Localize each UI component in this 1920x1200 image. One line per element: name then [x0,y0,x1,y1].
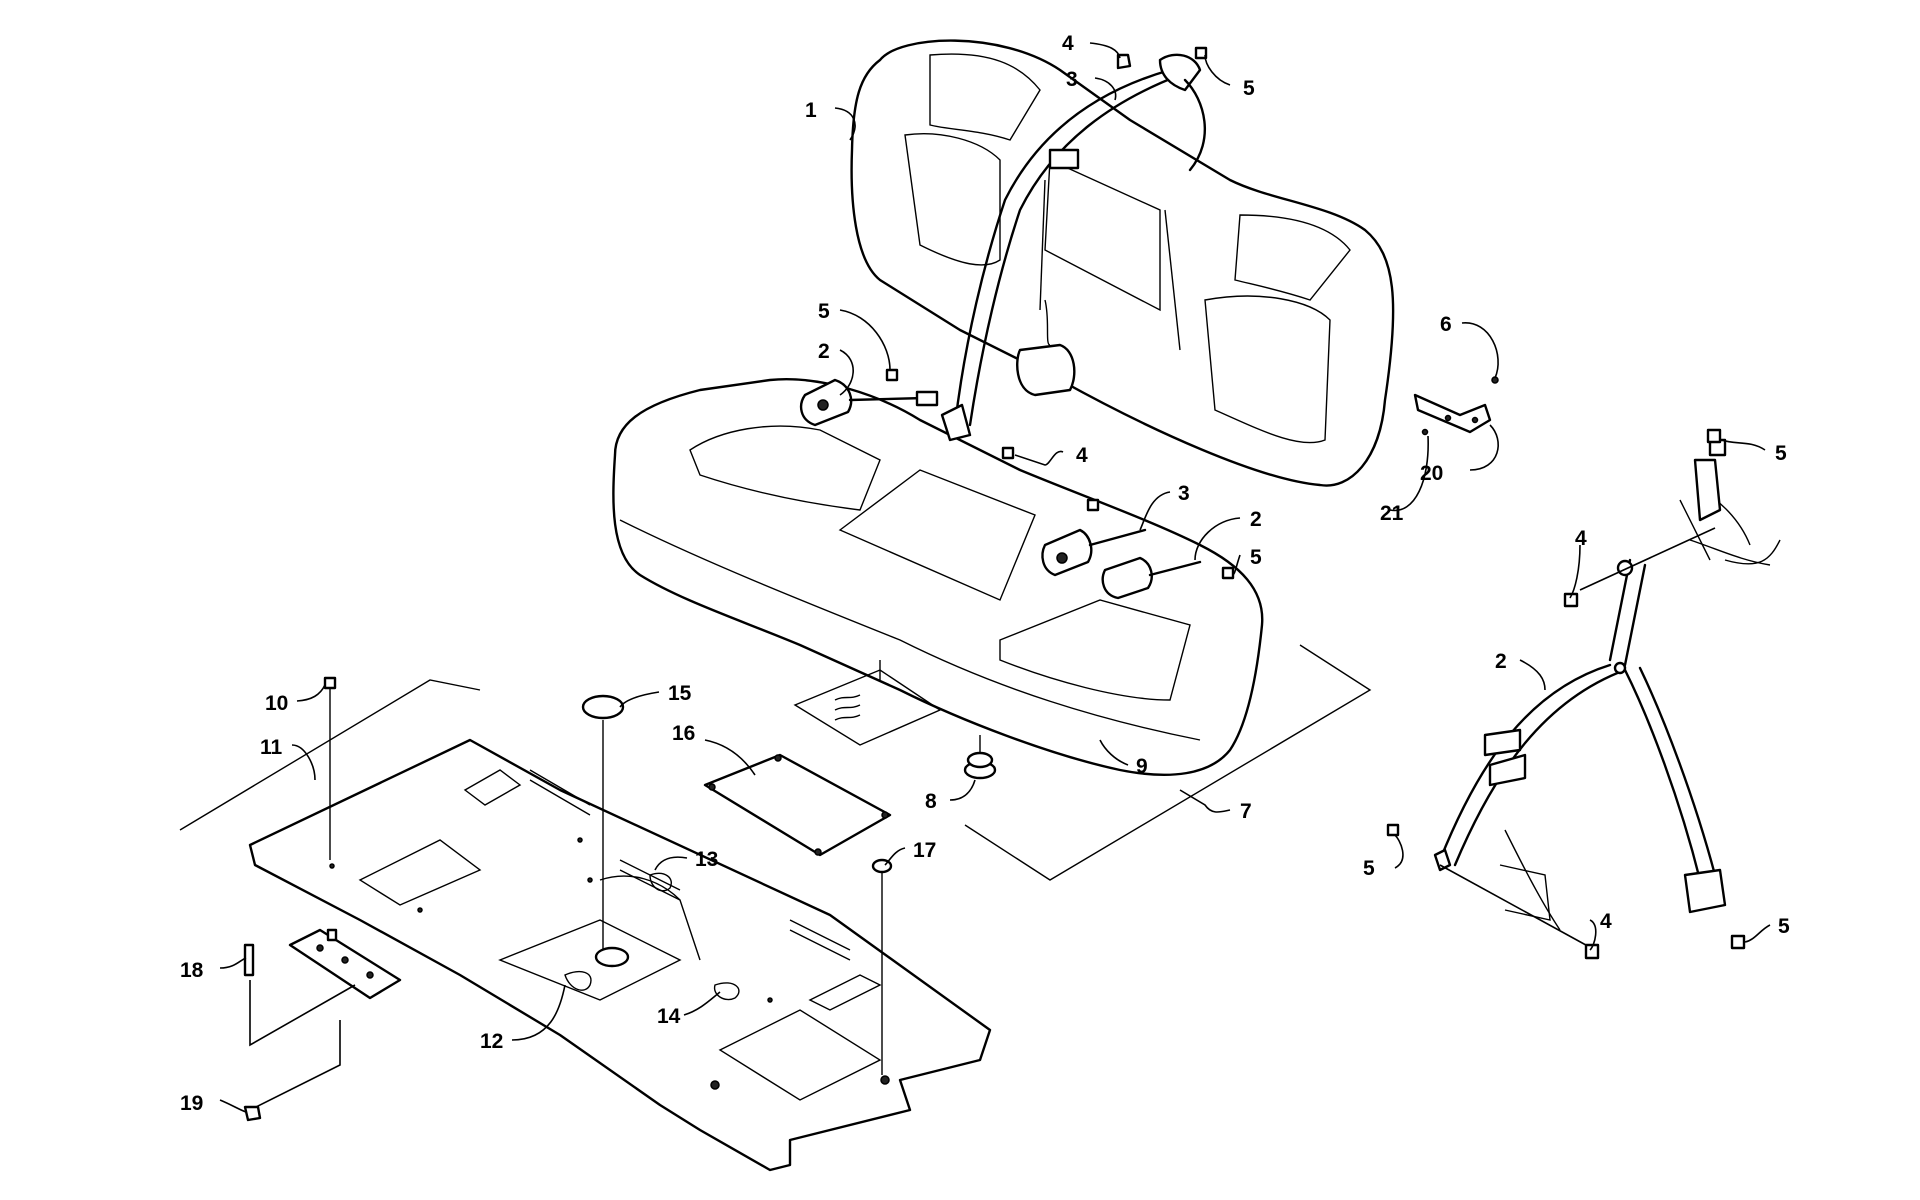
floor-pan [179,679,992,1172]
grommet [963,735,997,780]
callout-12: 12 [480,1030,503,1053]
callout-2-left: 2 [818,340,830,363]
callout-19: 19 [180,1092,203,1115]
callout-5-detail-left: 5 [1363,857,1375,880]
callout-3-top: 3 [1066,68,1078,91]
access-plug [581,694,625,950]
callout-5-mid: 5 [1250,546,1262,569]
backrest-bracket [1413,376,1499,436]
warning-label-plate [793,660,942,746]
callout-9: 9 [1136,755,1148,778]
callout-7: 7 [1240,800,1252,823]
callout-18: 18 [180,959,204,982]
callout-5-top: 5 [1243,77,1255,100]
callout-21: 21 [1380,502,1404,525]
floor-bolt [323,676,337,860]
callout-4-detail-top: 4 [1575,527,1587,550]
callout-10: 10 [265,692,288,715]
callout-5-detail-top: 5 [1775,442,1787,465]
callout-20: 20 [1420,462,1443,485]
callout-leaders [219,42,1771,1113]
callout-1: 1 [805,99,817,122]
callout-14: 14 [657,1005,681,1028]
callout-2-mid: 2 [1250,508,1262,531]
callout-5-left: 5 [818,300,830,323]
seat-cushion [612,378,1264,777]
bushing [871,858,893,1075]
seat-belt-buckle-right [1041,528,1202,600]
callout-15: 15 [668,682,692,705]
callout-4-mid: 4 [1076,444,1088,467]
callout-17: 17 [913,839,936,862]
seat-belt-center [940,53,1206,442]
fasteners [885,46,1746,960]
callout-5-detail-bottom: 5 [1778,915,1790,938]
callout-8: 8 [925,790,937,813]
callout-4-detail-bottom: 4 [1600,910,1612,933]
callout-16: 16 [672,722,695,745]
callout-numbers: 1 4 3 5 5 2 4 3 2 5 6 20 21 5 4 2 5 4 5 … [180,32,1790,1115]
seat-backrest [850,39,1395,487]
callout-6: 6 [1440,313,1452,336]
access-cover-plate [703,753,892,857]
seat-group-outline [964,644,1372,881]
callout-4-top: 4 [1062,32,1074,55]
seat-belt-assembly-detail [1433,438,1781,951]
small-mount-bracket [243,928,402,1122]
callout-11: 11 [260,736,283,759]
callout-13: 13 [695,848,718,871]
seat-belt-buckle-left [799,378,939,427]
callout-3-mid: 3 [1178,482,1190,505]
callout-2-detail: 2 [1495,650,1507,673]
